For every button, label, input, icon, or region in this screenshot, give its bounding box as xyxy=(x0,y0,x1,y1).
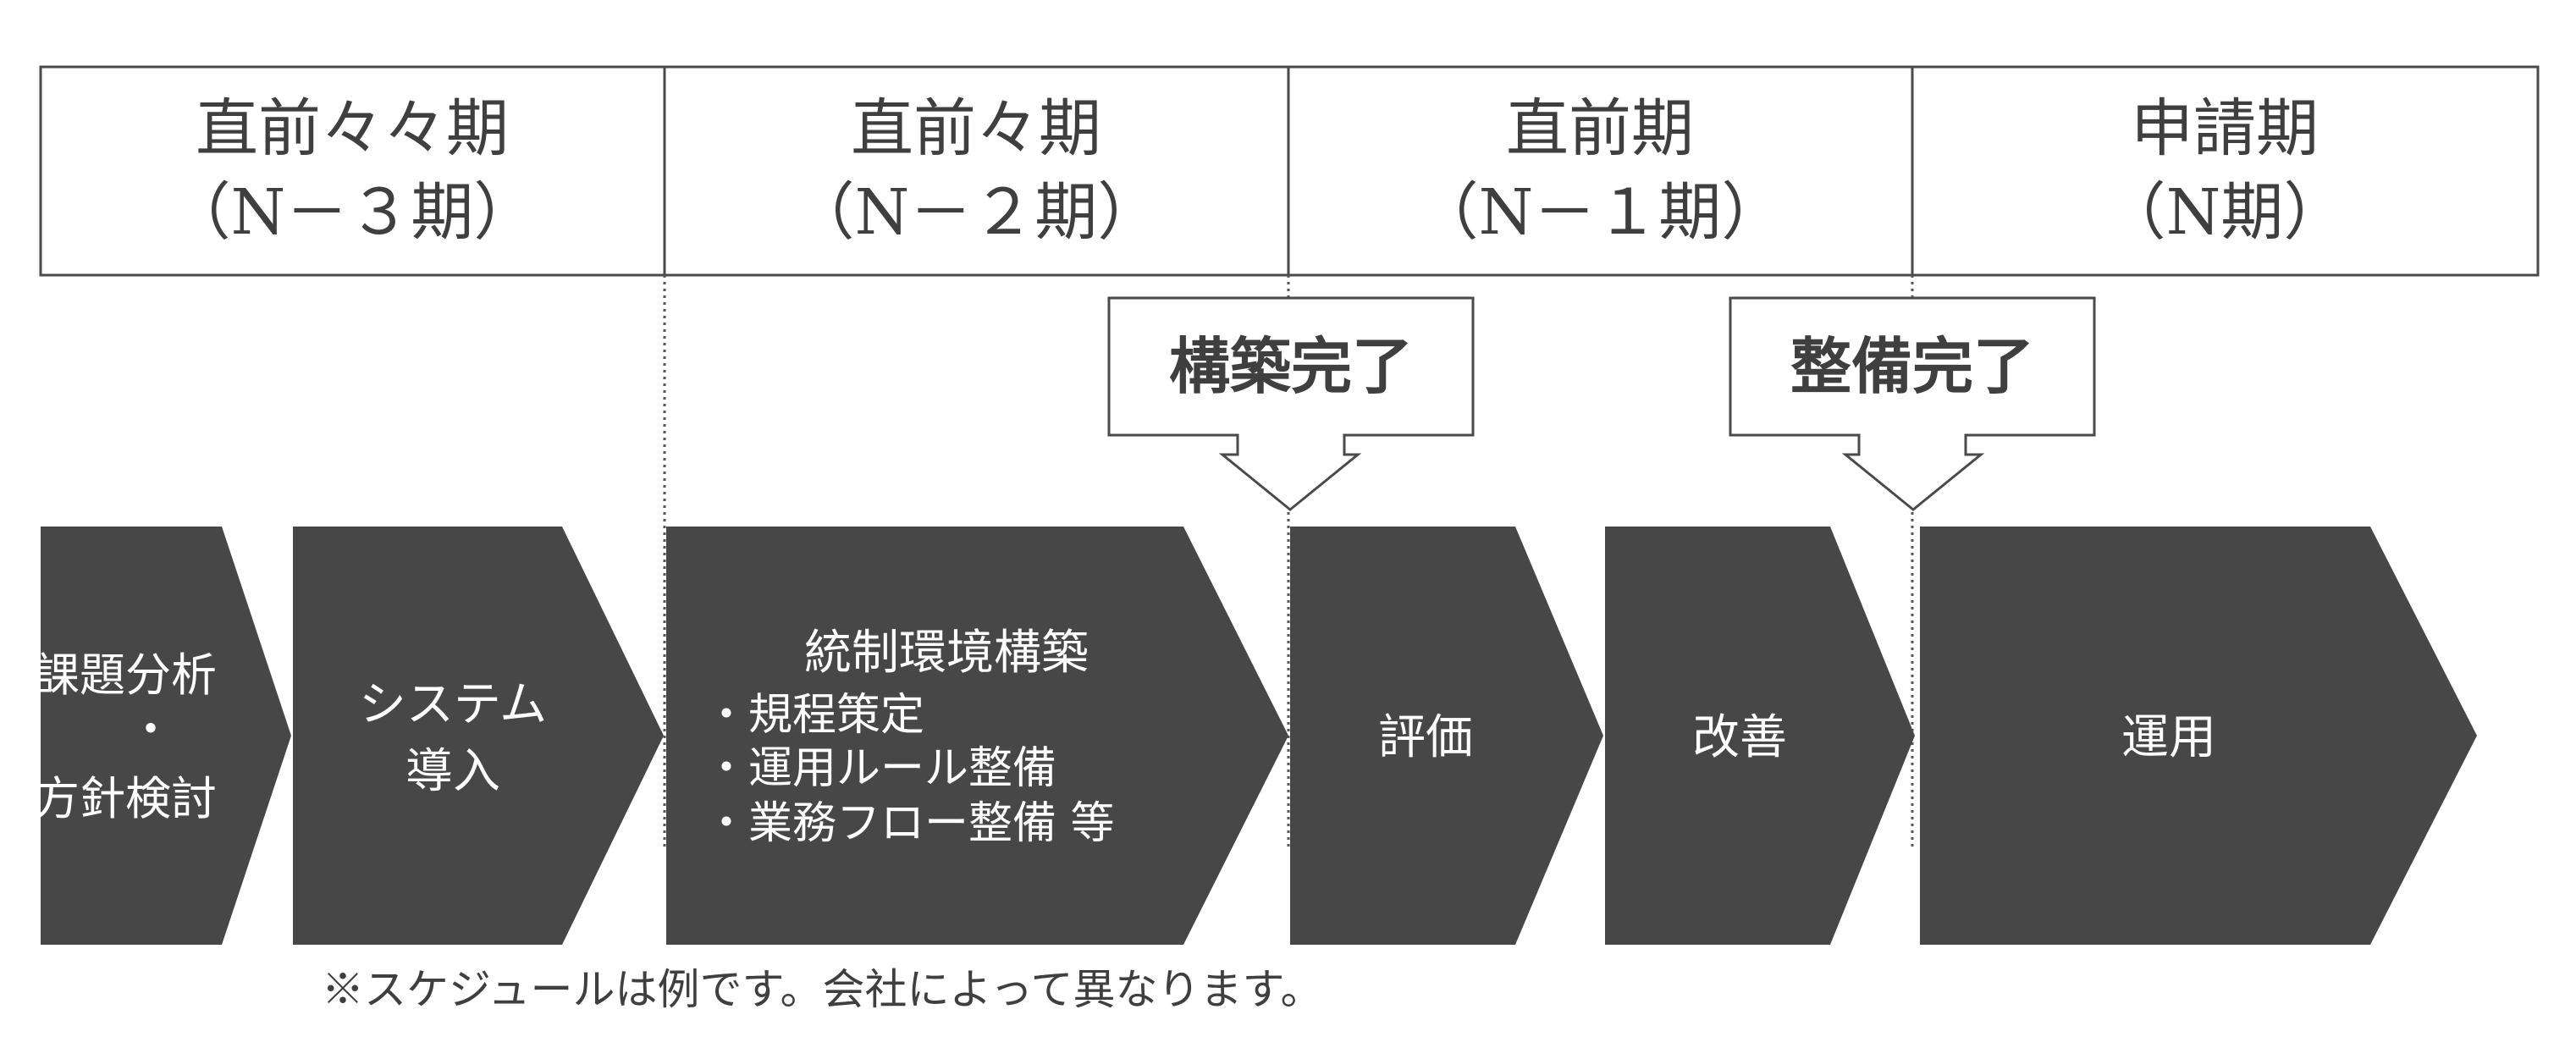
period-cell-n: 申請期 （N期） xyxy=(2104,92,2347,249)
step-line: 方針検討 xyxy=(34,772,217,825)
period-code: （N－１期） xyxy=(1416,176,1784,249)
period-name: 申請期 xyxy=(2131,92,2319,165)
step-issue-analysis: 課題分析 ・ 方針検討 xyxy=(34,527,291,945)
step-line: 導入 xyxy=(405,744,500,799)
step-line: 評価 xyxy=(1378,710,1473,765)
step-chevron xyxy=(666,527,1288,945)
milestone-callout-construction: 構築完了 xyxy=(1107,296,1475,511)
period-code: （N期） xyxy=(2104,176,2347,249)
step-chevron xyxy=(1605,527,1915,945)
step-line: ・ xyxy=(128,703,174,756)
step-chevron xyxy=(293,527,664,945)
period-code: （N－２期） xyxy=(792,176,1161,249)
period-cell-n1: 直前期 （N－１期） xyxy=(1416,92,1784,249)
step-chevron xyxy=(1290,527,1603,945)
period-cell-n2: 直前々期 （N－２期） xyxy=(792,92,1161,249)
footnote: ※スケジュールは例です。会社によって異なります。 xyxy=(322,965,1323,1014)
step-chevron xyxy=(41,527,291,945)
milestone-label: 整備完了 xyxy=(1790,330,2034,402)
step-line: 課題分析 xyxy=(34,648,217,702)
step-operation: 運用 xyxy=(1920,527,2477,945)
step-line: 改善 xyxy=(1692,710,1787,765)
step-item: ・規程策定 xyxy=(704,690,924,741)
period-name: 直前々期 xyxy=(851,92,1101,165)
milestone-callout-maintenance: 整備完了 xyxy=(1729,296,2096,511)
step-title: 統制環境構築 xyxy=(804,626,1089,681)
period-header: 直前々々期 （N－３期） 直前々期 （N－２期） 直前期 （N－１期） 申請期 … xyxy=(39,65,2540,277)
step-evaluation: 評価 xyxy=(1290,527,1603,945)
step-control-environment: 統制環境構築 ・規程策定 ・運用ルール整備 ・業務フロー整備 等 xyxy=(666,527,1288,945)
step-line: システム xyxy=(359,677,547,732)
period-name: 直前期 xyxy=(1506,92,1694,165)
callout-outline xyxy=(1729,296,2096,511)
process-steps: 課題分析 ・ 方針検討 システム 導入 統制環境構築 ・規程策定 ・運用ルール整… xyxy=(34,527,2477,945)
step-item: ・運用ルール整備 xyxy=(704,743,1056,794)
step-item: ・業務フロー整備 等 xyxy=(704,798,1115,849)
callout-outline xyxy=(1107,296,1475,511)
step-line: 運用 xyxy=(2121,710,2216,765)
milestone-label: 構築完了 xyxy=(1169,330,1413,402)
period-code: （N－３期） xyxy=(168,176,537,249)
step-chevron xyxy=(1920,527,2477,945)
period-name: 直前々々期 xyxy=(196,92,509,165)
step-system-introduction: システム 導入 xyxy=(293,527,664,945)
step-improvement: 改善 xyxy=(1605,527,1915,945)
period-cell-n3: 直前々々期 （N－３期） xyxy=(168,92,537,249)
